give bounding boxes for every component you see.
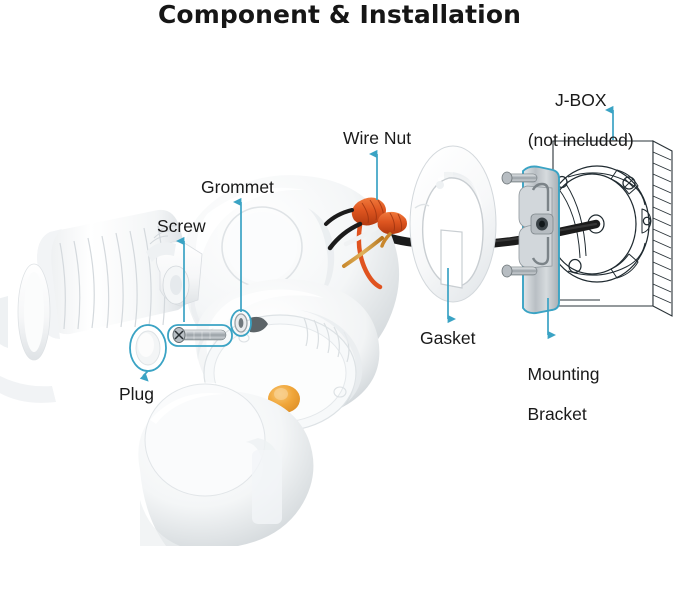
screw-highlight: [167, 324, 233, 347]
callout-arrows: [139, 105, 614, 382]
wire-nuts: [324, 197, 407, 290]
heat-sink-fins: [59, 225, 166, 330]
arrow-plug: [139, 370, 149, 382]
motion-sensor: [131, 382, 314, 546]
j-box-line-1: J-BOX: [554, 90, 607, 110]
plug: [135, 330, 161, 366]
mounting-bracket: [501, 165, 600, 315]
callout-label-grommet: Grommet: [201, 177, 274, 197]
junction-box: [544, 165, 652, 283]
callout-label-plug: Plug: [119, 384, 155, 404]
callout-highlights: [129, 309, 252, 372]
callout-label-mounting-bracket: Mounting Bracket: [508, 344, 599, 444]
gasket: [409, 145, 497, 303]
screw: [172, 327, 227, 343]
bracket-screw-top: [501, 171, 538, 185]
hinge-arm: [146, 225, 203, 307]
callout-label-wire-nut: Wire Nut: [343, 128, 412, 148]
bracket-line-2: Bracket: [527, 404, 587, 424]
callout-label-gasket: Gasket: [420, 328, 476, 348]
callout-label-j-box: J-BOX (not included): [481, 70, 661, 170]
collar-ribs: [303, 317, 350, 363]
bracket-screw-bottom: [501, 264, 538, 278]
lamp-head-left: [0, 209, 191, 403]
grommet: [234, 313, 268, 333]
wall-edge-hatching: [652, 151, 672, 304]
callout-label-screw: Screw: [157, 216, 206, 236]
bracket-line-1: Mounting: [527, 364, 600, 384]
j-box-line-2: (not included): [527, 130, 634, 150]
page-title: Component & Installation: [157, 0, 522, 29]
